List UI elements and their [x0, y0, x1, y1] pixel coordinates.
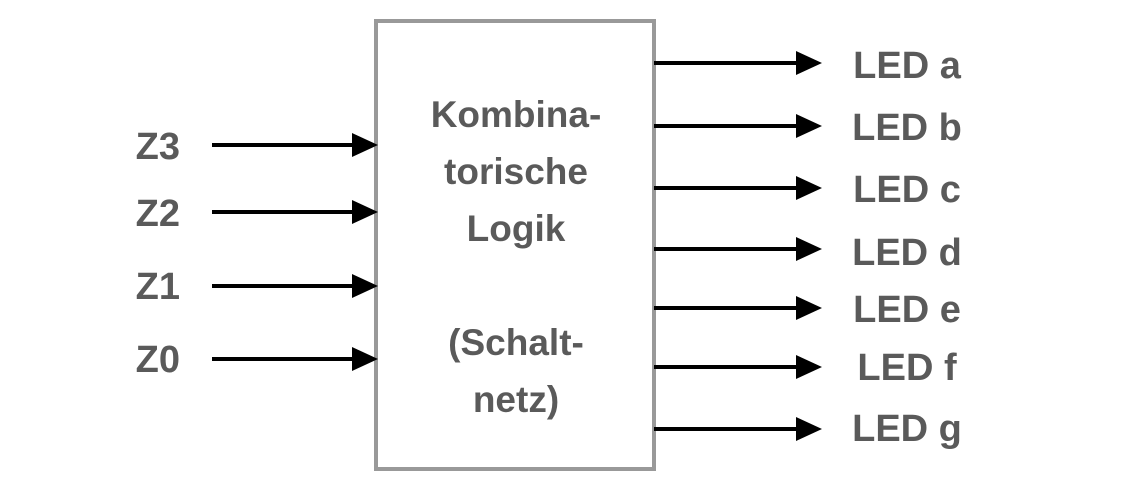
output-arrow-led-e-head [796, 296, 822, 320]
output-label-led-a: LED a [853, 45, 961, 87]
logic-block-line: netz) [472, 379, 560, 420]
input-label-z0: Z0 [135, 339, 180, 381]
logic-block-line: Logik [466, 208, 566, 249]
logic-block-line: (Schalt- [448, 322, 584, 363]
logic-block-label: Kombina- torische Logik (Schalt- netz) [378, 86, 654, 428]
output-arrow-led-g [654, 417, 822, 441]
output-label-led-e: LED e [853, 289, 961, 331]
output-label-led-d: LED d [852, 232, 962, 274]
output-arrow-led-c [654, 176, 822, 200]
input-label-z1: Z1 [135, 266, 180, 308]
output-arrow-led-a [654, 51, 822, 75]
output-label-led-b: LED b [852, 107, 962, 149]
input-arrow-z2-head [352, 200, 378, 224]
output-arrow-led-b [654, 114, 822, 138]
output-label-led-g: LED g [852, 408, 962, 450]
output-arrow-led-a-head [796, 51, 822, 75]
output-label-led-f: LED f [857, 347, 957, 389]
output-arrow-led-f [654, 355, 822, 379]
input-arrow-z3 [212, 133, 378, 157]
logic-block-line: torische [444, 151, 588, 192]
input-label-z2: Z2 [135, 193, 180, 235]
input-arrows [212, 133, 378, 371]
output-arrows [654, 51, 822, 441]
output-label-led-c: LED c [853, 169, 961, 211]
output-arrow-led-e [654, 296, 822, 320]
output-arrow-led-d-head [796, 237, 822, 261]
logic-block [374, 19, 656, 471]
input-label-z3: Z3 [135, 126, 180, 168]
output-arrow-led-c-head [796, 176, 822, 200]
logic-block-line [378, 257, 654, 314]
input-arrow-z3-head [352, 133, 378, 157]
output-arrow-led-f-head [796, 355, 822, 379]
input-arrow-z1-head [352, 274, 378, 298]
logic-block-line: Kombina- [430, 94, 602, 135]
output-arrow-led-d [654, 237, 822, 261]
input-arrow-z1 [212, 274, 378, 298]
input-arrow-z2 [212, 200, 378, 224]
input-arrow-z0-head [352, 347, 378, 371]
output-arrow-led-b-head [796, 114, 822, 138]
output-arrow-led-g-head [796, 417, 822, 441]
input-arrow-z0 [212, 347, 378, 371]
